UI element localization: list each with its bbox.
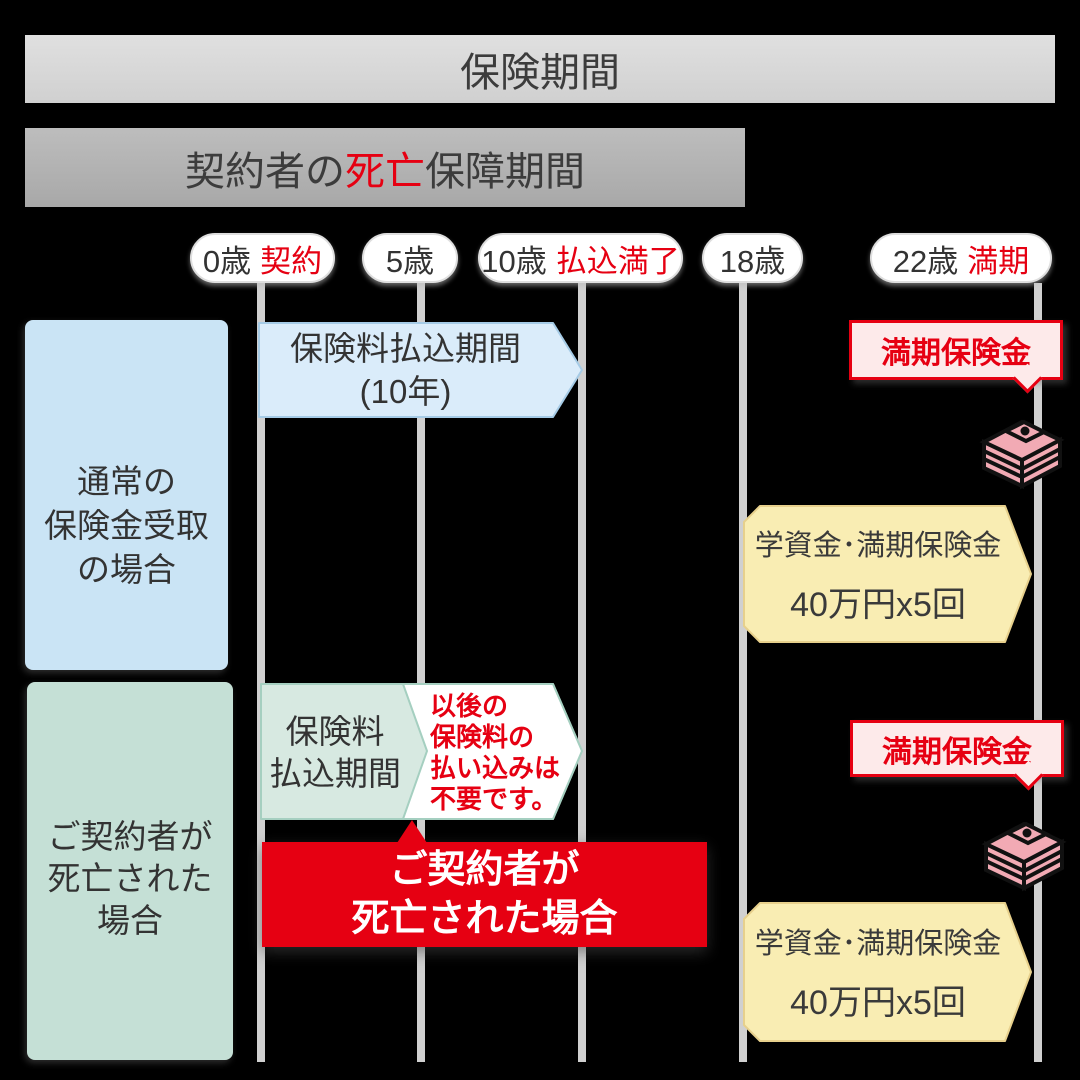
maturity-benefit-bubble-death: 満期保険金	[850, 720, 1064, 791]
age-pill-10-note: 払込満了	[555, 243, 680, 279]
yellow-tag-shape	[743, 505, 1032, 643]
timeline-line-age0	[257, 283, 265, 1062]
age-pill-22: 22歳満期	[870, 233, 1052, 283]
yellow-tag-shape	[743, 902, 1032, 1042]
death-coverage-label: 契約者の死亡保障期間	[185, 149, 585, 194]
timeline-line-age10	[578, 283, 586, 1062]
payment-period-arrow-death: 保険料 払込期間 以後の 保険料の 払い込みは 不要です。	[260, 683, 583, 820]
age-pill-0-note: 契約	[260, 243, 323, 279]
death-event-box: ご契約者が 死亡された場合	[262, 842, 707, 947]
age-pill-5: 5歳	[362, 233, 458, 283]
payment-period-arrow-normal: 保険料払込期間 (10年)	[258, 322, 583, 418]
insurance-period-bar: 保険期間	[25, 35, 1055, 103]
case-box-normal: 通常の 保険金受取 の場合	[25, 320, 228, 670]
age-pill-18: 18歳	[702, 233, 803, 283]
death-coverage-bar: 契約者の死亡保障期間	[25, 128, 745, 207]
maturity-benefit-bubble-normal: 満期保険金	[849, 320, 1063, 394]
payment-period-label-normal: 保険料払込期間 (10年)	[290, 330, 521, 410]
green-arrow-shape	[260, 683, 583, 820]
benefit-label-normal: 学資金･満期保険金 40万円x5回	[754, 530, 1002, 624]
age-pill-10: 10歳払込満了	[478, 233, 683, 283]
age-pill-0: 0歳契約	[190, 233, 335, 283]
timeline-line-age22	[1034, 283, 1042, 1062]
payment-period-label-death: 保険料 払込期間	[269, 713, 401, 792]
timeline-line-age5	[417, 283, 425, 1062]
no-more-payment-note: 以後の 保険料の 払い込みは 不要です。	[430, 691, 561, 814]
death-event-pointer	[397, 820, 427, 843]
benefit-label-death: 学資金･満期保険金 40万円x5回	[754, 928, 1002, 1022]
benefit-tag-death: 学資金･満期保険金 40万円x5回	[743, 902, 1032, 1042]
case-box-death: ご契約者が 死亡された 場合	[27, 682, 233, 1060]
death-highlight: 死亡	[345, 149, 425, 194]
money-stack-icon	[980, 814, 1068, 892]
money-stack-icon	[978, 412, 1066, 490]
age-pill-22-note: 満期	[967, 243, 1030, 279]
timeline-line-age18	[739, 283, 747, 1062]
blue-arrow-shape	[258, 322, 583, 418]
benefit-tag-normal: 学資金･満期保険金 40万円x5回	[743, 505, 1032, 643]
insurance-period-label: 保険期間	[460, 51, 620, 95]
